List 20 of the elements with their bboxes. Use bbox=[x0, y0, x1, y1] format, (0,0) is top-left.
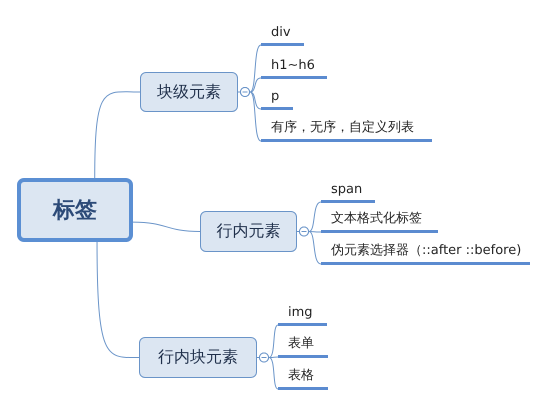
connector-line bbox=[94, 91, 140, 178]
topic-box: 行内元素 bbox=[200, 211, 297, 252]
connector-line bbox=[238, 87, 262, 142]
connector-line bbox=[96, 242, 140, 358]
subtopic-label: 有序，无序，自定义列表 bbox=[261, 118, 432, 142]
subtopic-label: 表单 bbox=[278, 334, 328, 358]
subtopic-label: img bbox=[278, 302, 327, 326]
connector-line bbox=[132, 222, 200, 232]
connector-line bbox=[256, 352, 278, 390]
topic-box: 块级元素 bbox=[140, 72, 238, 112]
topic-box: 行内块元素 bbox=[139, 337, 257, 378]
subtopic-label: h1~h6 bbox=[261, 55, 327, 79]
root-topic-box: 标签 bbox=[17, 178, 133, 242]
subtopic-label: 表格 bbox=[278, 366, 328, 390]
subtopic-label: p bbox=[261, 86, 293, 110]
subtopic-label: div bbox=[261, 22, 304, 46]
subtopic-label: span bbox=[321, 179, 375, 203]
subtopic-label: 伪元素选择器（::after ::before) bbox=[321, 241, 530, 265]
connector-line bbox=[296, 226, 322, 264]
subtopic-label: 文本格式化标签 bbox=[321, 209, 438, 233]
